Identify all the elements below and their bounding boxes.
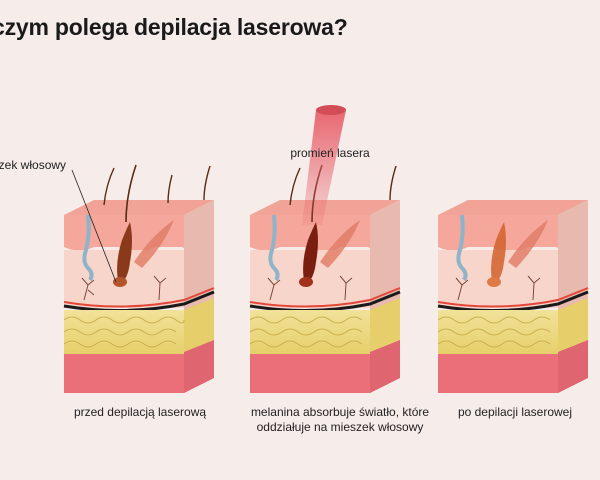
laser-beam — [302, 110, 346, 225]
skin-top-face — [64, 200, 214, 215]
laser-beam-label: promień lasera — [290, 146, 370, 160]
sebaceous-gland — [134, 220, 174, 268]
hair-follicle — [117, 222, 132, 285]
follicle-pointer — [71, 169, 117, 283]
fat-layer — [64, 310, 184, 354]
panel-after — [437, 200, 589, 393]
page-title: czym polega depilacja laserowa? — [0, 14, 348, 40]
caption-before: przed depilacją laserową — [73, 405, 207, 419]
sweat-gland — [82, 214, 94, 282]
muscle-layer — [64, 354, 184, 393]
caption-laser: melanina absorbuje światło, które oddzia… — [250, 405, 430, 434]
panel-before — [63, 164, 215, 393]
caption-after: po depilacji laserowej — [457, 405, 573, 419]
panel-laser — [249, 105, 401, 393]
follicle-label: eszek włosowy — [0, 158, 67, 172]
